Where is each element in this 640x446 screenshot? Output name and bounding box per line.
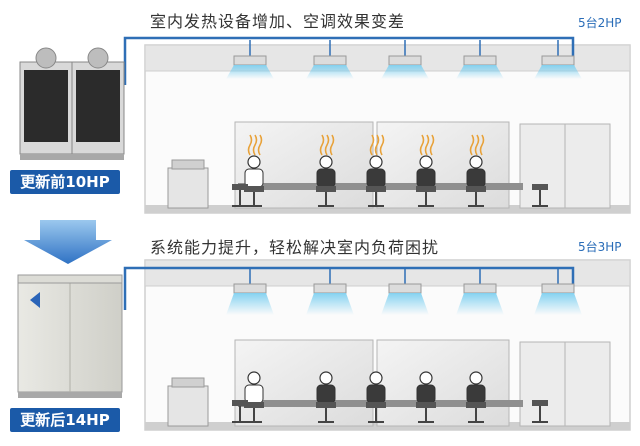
worker-icon [244, 371, 264, 423]
indoor-unit-row [226, 268, 582, 315]
copier-icon [167, 385, 209, 427]
worker-icon [316, 371, 336, 423]
copier-icon [167, 167, 209, 209]
worker-icon [416, 371, 436, 423]
worker-icon [366, 371, 386, 423]
cassette-unit-icon [456, 268, 504, 315]
glass-partition [376, 339, 510, 427]
copier-lid [171, 377, 205, 388]
ceiling-space [144, 259, 631, 287]
new-outdoor-unit-icon [17, 274, 123, 398]
before-capacity-label: 更新前10HP [10, 170, 120, 194]
cassette-unit-icon [381, 268, 429, 315]
worker-icon [416, 155, 436, 207]
old-outdoor-unit-icon [19, 47, 125, 160]
cassette-unit-icon [306, 40, 354, 79]
worker-icon [466, 155, 486, 207]
glass-partition [376, 121, 510, 209]
worker-icon [466, 371, 486, 423]
workers [232, 371, 548, 423]
chair-icon [232, 400, 248, 423]
cassette-unit-icon [306, 268, 354, 315]
copier-lid [171, 159, 205, 170]
heat-waves [247, 134, 485, 156]
chair-icon [532, 184, 548, 207]
cassette-unit-icon [381, 40, 429, 79]
floor [145, 205, 630, 213]
after-upgrade-scene [123, 259, 631, 431]
refrigerant-pipe [123, 36, 575, 85]
before-upgrade-scene [123, 36, 631, 214]
cassette-unit-icon [226, 40, 274, 79]
upgrade-arrow-icon [24, 220, 112, 264]
chair-icon [532, 400, 548, 423]
indoor-unit-row [226, 40, 582, 79]
cassette-unit-icon [534, 40, 582, 79]
cassette-unit-icon [456, 40, 504, 79]
before-units-count: 5台2HP [578, 16, 622, 30]
refrigerant-pipe [123, 266, 575, 310]
after-capacity-label: 更新后14HP [10, 408, 120, 432]
workers [232, 155, 548, 207]
worker-icon [316, 155, 336, 207]
chair-icon [232, 184, 248, 207]
worker-icon [244, 155, 264, 207]
before-caption: 室内发热设备增加、空调效果变差 [150, 12, 406, 31]
after-caption: 系统能力提升，轻松解决室内负荷困扰 [150, 238, 440, 257]
after-units-count: 5台3HP [578, 240, 622, 254]
worker-icon [366, 155, 386, 207]
cassette-unit-icon [226, 268, 274, 315]
cassette-unit-icon [534, 268, 582, 315]
